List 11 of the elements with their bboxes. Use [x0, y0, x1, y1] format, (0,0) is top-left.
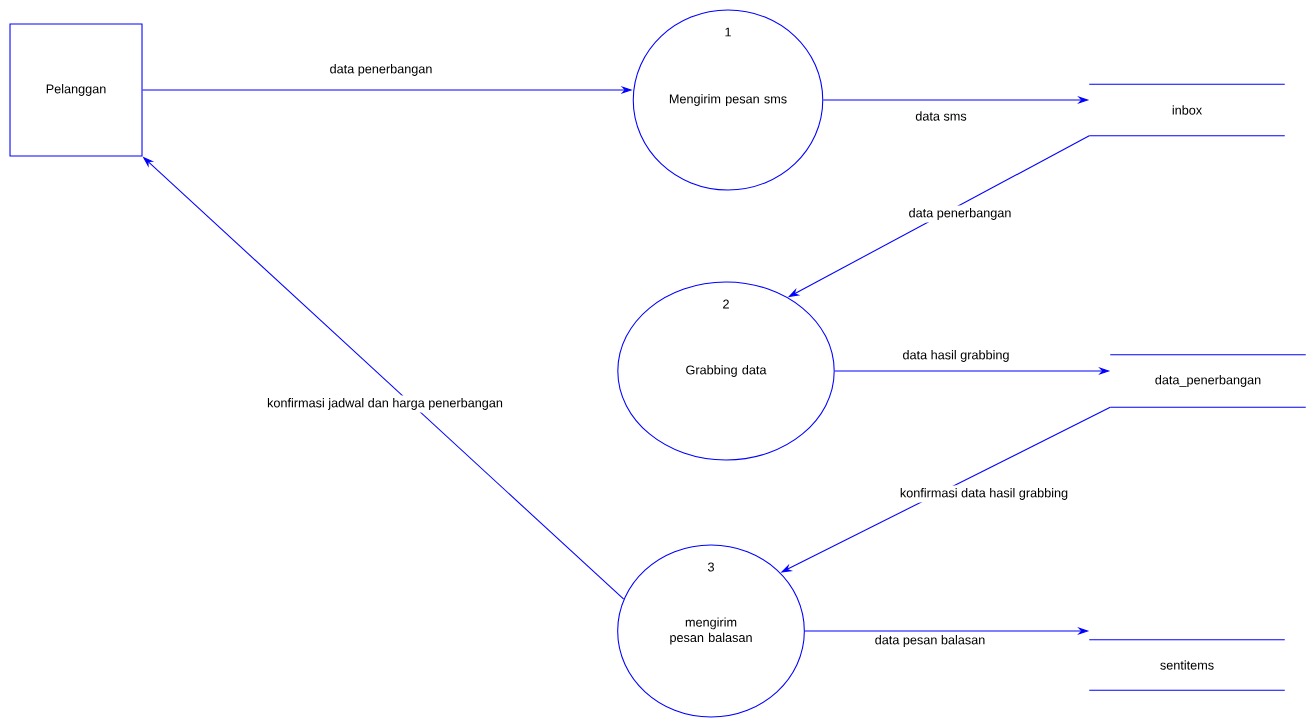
edge-label: data sms — [915, 111, 967, 121]
edge-label: data penerbangan — [330, 64, 432, 76]
edge-label: data penerbangan — [905, 205, 1015, 223]
edge-label: konfirmasi data hasil grabbing — [897, 485, 1071, 503]
data-store: sentitems — [1088, 639, 1286, 691]
edge-label: data pesan balasan — [875, 635, 985, 647]
edge-label: data hasil grabbing — [903, 350, 1009, 362]
edge-label: konfirmasi jadwal dan harga penerbangan — [264, 395, 506, 413]
data-store: data_penerbangan — [1109, 354, 1307, 408]
data-store: inbox — [1088, 83, 1286, 137]
entity-box: Pelanggan — [9, 23, 143, 157]
